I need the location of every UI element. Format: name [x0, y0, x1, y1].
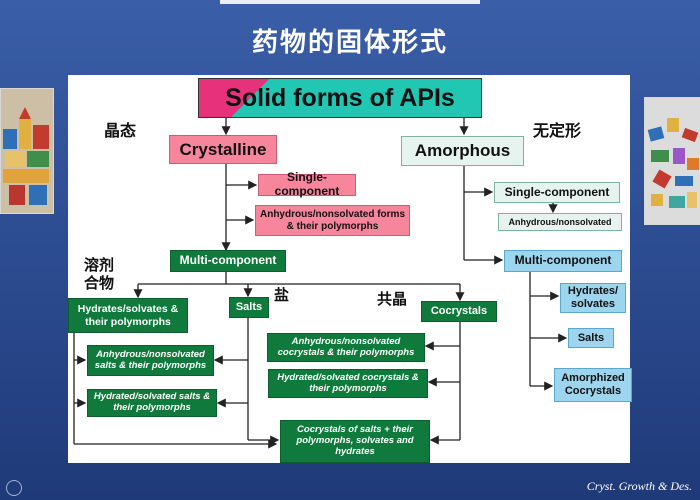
- amorphous-node: Amorphous: [401, 136, 524, 166]
- crystalline-anhydrous-node: Anhydrous/nonsolvated forms & their poly…: [255, 205, 410, 236]
- amorphous-salts-node: Salts: [568, 328, 614, 348]
- root-node-label: Solid forms of APIs: [225, 83, 455, 112]
- solvate-chinese-label-line2: 合物: [84, 274, 115, 292]
- salt-chinese-label: 盐: [274, 286, 290, 304]
- root-node: Solid forms of APIs: [198, 78, 482, 118]
- anhydrous-salts-node: Anhydrous/nonsolvated salts & their poly…: [87, 345, 214, 376]
- crystalline-multi-component-node: Multi-component: [170, 250, 286, 272]
- amorphous-anhydrous-node: Anhydrous/nonsolvated: [498, 213, 622, 231]
- slide-title: 药物的固体形式: [251, 28, 448, 58]
- crystalline-chinese-label: 晶态: [104, 121, 137, 140]
- amorphous-hydrates-node: Hydrates/ solvates: [560, 283, 626, 313]
- amorphous-single-component-node: Single-component: [494, 182, 620, 203]
- hydrates-solvates-node: Hydrates/solvates & their polymorphs: [68, 298, 188, 333]
- citation: Cryst. Growth & Des.: [586, 479, 692, 493]
- hydrated-cocrystals-node: Hydrated/solvated cocrystals & their pol…: [268, 369, 428, 398]
- salts-node: Salts: [229, 297, 269, 318]
- amorphized-cocrystals-node: Amorphized Cocrystals: [554, 368, 632, 402]
- circle-icon: [6, 480, 22, 496]
- crystalline-node: Crystalline: [169, 135, 277, 164]
- toy-blocks-photo-left: [0, 88, 54, 214]
- toy-blocks-photo-right: [644, 97, 700, 225]
- solvate-chinese-label-line1: 溶剂: [84, 256, 115, 274]
- crystalline-single-component-node: Single-component: [258, 170, 356, 198]
- cocrystals-of-salts-node: Cocrystals of salts + their polymorphs, …: [280, 420, 430, 463]
- amorphous-multi-component-node: Multi-component: [504, 250, 622, 272]
- anhydrous-cocrystals-node: Anhydrous/nonsolvated cocrystals & their…: [267, 333, 425, 362]
- amorphous-chinese-label: 无定形: [533, 121, 582, 140]
- top-strip: [220, 0, 480, 4]
- hydrated-salts-node: Hydrated/solvated salts & their polymorp…: [87, 389, 217, 417]
- cocrystals-node: Cocrystals: [421, 301, 497, 322]
- cocrystal-chinese-label: 共晶: [377, 290, 408, 308]
